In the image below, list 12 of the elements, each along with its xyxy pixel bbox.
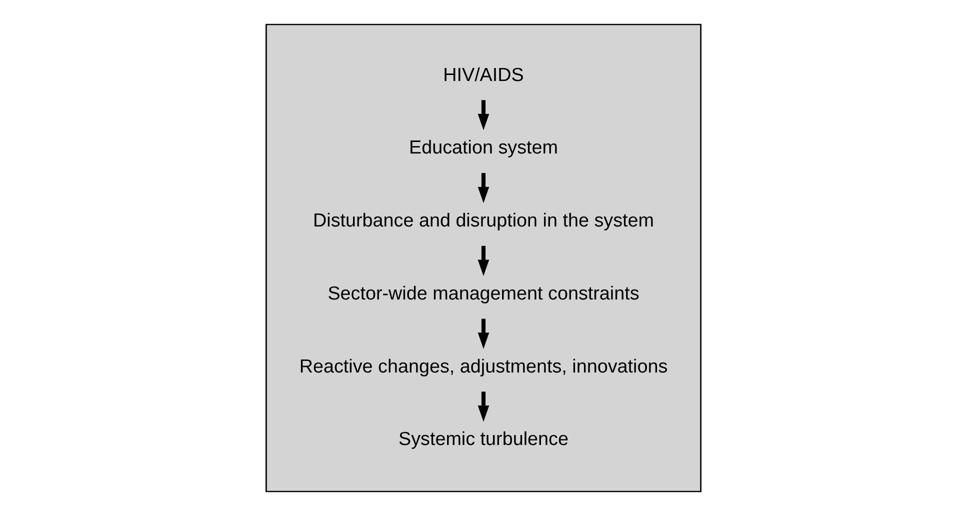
node-text: Reactive changes, adjustments, innovations xyxy=(299,356,668,378)
node-text: Systemic turbulence xyxy=(398,429,568,450)
arrow xyxy=(478,318,490,349)
node-text: Sector-wide management constraints xyxy=(328,283,640,304)
node-text: HIV/AIDS xyxy=(443,64,524,86)
node-text: Education system xyxy=(409,138,558,159)
node-text: Disturbance and disruption in the system xyxy=(313,210,654,232)
cluster xyxy=(266,24,702,492)
arrow xyxy=(478,392,490,422)
arrow xyxy=(478,246,490,276)
arrow xyxy=(478,173,490,204)
arrow xyxy=(478,100,490,130)
